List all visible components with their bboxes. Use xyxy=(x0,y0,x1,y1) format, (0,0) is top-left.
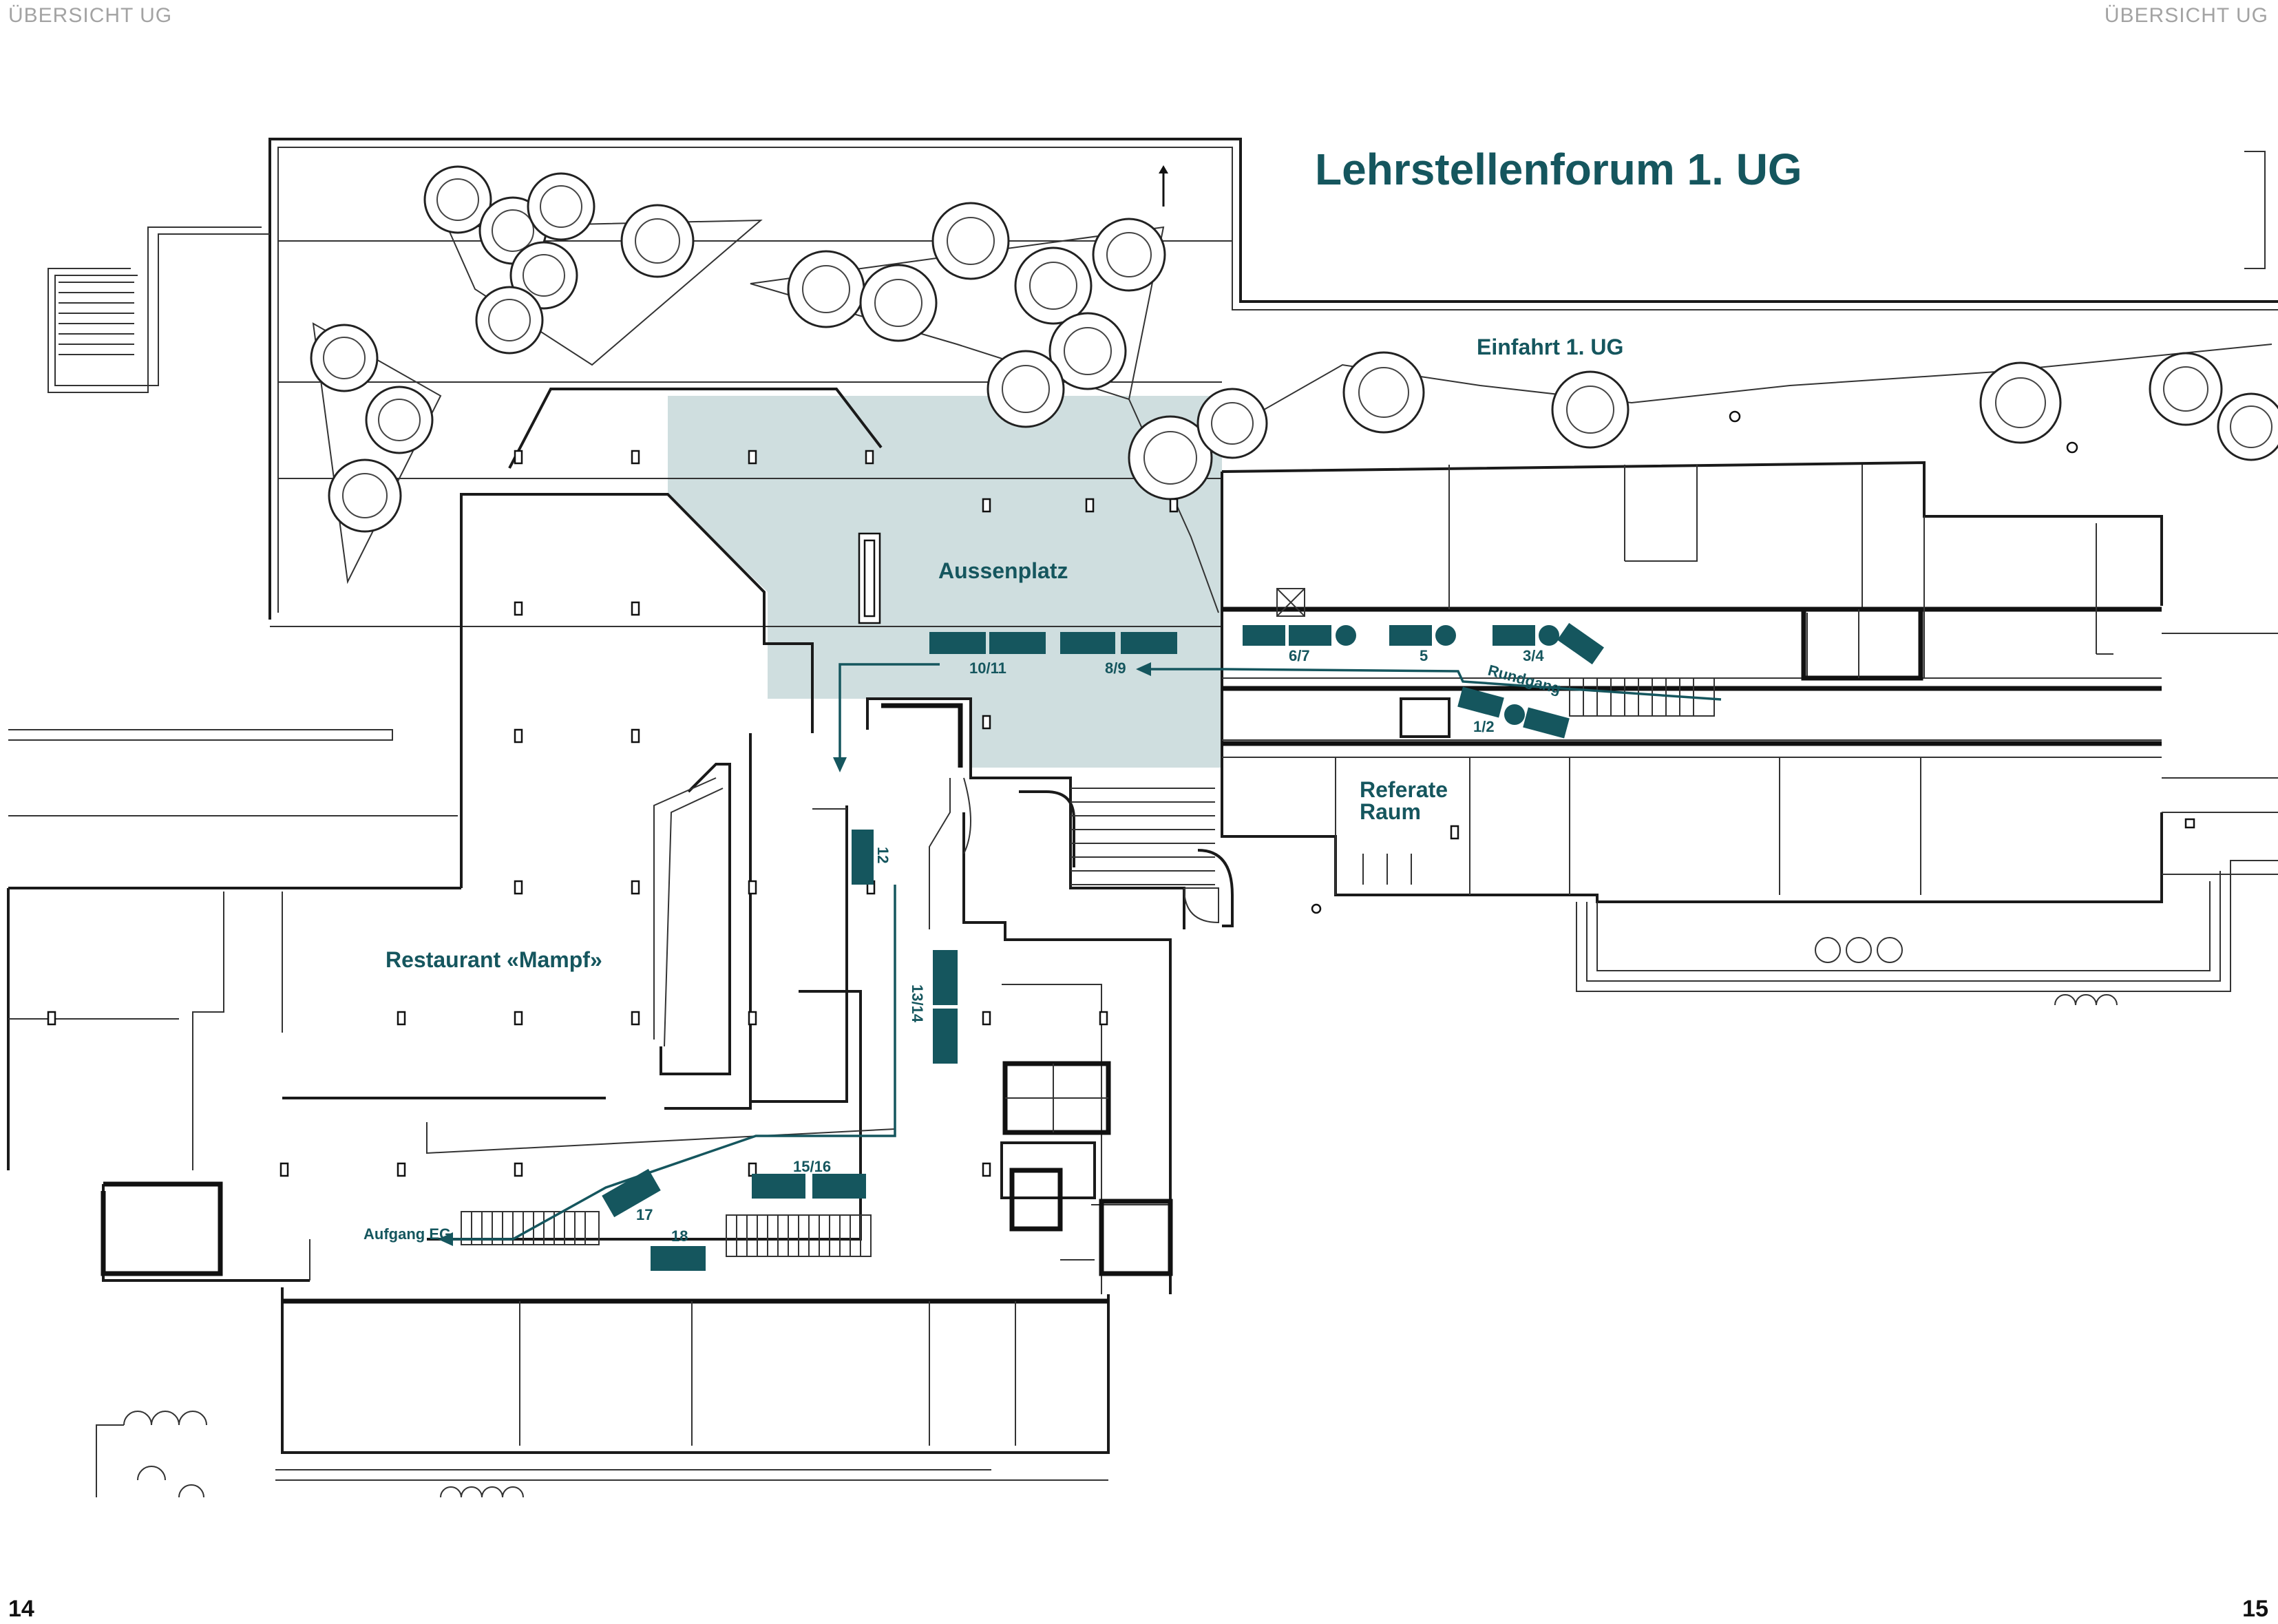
page-header-left: ÜBERSICHT UG xyxy=(8,4,173,27)
stand-marker xyxy=(989,632,1046,654)
label-rundgang: Rundgang xyxy=(1486,662,1563,697)
label-aussenplatz: Aussenplatz xyxy=(938,558,1068,583)
page-header-right: ÜBERSICHT UG xyxy=(2104,4,2268,27)
stand-label: 5 xyxy=(1420,647,1428,664)
stand-label: 1/2 xyxy=(1473,718,1495,735)
page-number-right: 15 xyxy=(2242,1596,2268,1622)
toilets xyxy=(1002,1061,1173,1276)
stand-label: 6/7 xyxy=(1289,647,1310,664)
tree-icon xyxy=(1128,415,1213,500)
stand-marker xyxy=(1336,625,1356,646)
tree-icon xyxy=(527,172,595,241)
stand-marker xyxy=(1435,625,1456,646)
page-number-left: 14 xyxy=(8,1596,34,1622)
stand-marker xyxy=(1389,625,1432,646)
tree-icon xyxy=(859,264,938,342)
stand-label: 13/14 xyxy=(909,984,926,1023)
tree-icon xyxy=(1551,370,1630,449)
stand-marker xyxy=(1493,625,1535,646)
stand-marker xyxy=(1243,625,1285,646)
stand-label: 18 xyxy=(671,1227,688,1245)
tree-icon xyxy=(423,165,492,234)
structural-columns xyxy=(47,410,2195,1177)
stand-marker xyxy=(1121,632,1177,654)
stand-label: 12 xyxy=(874,847,892,863)
tree-icon xyxy=(2149,352,2223,426)
tree-icon xyxy=(475,286,544,355)
stand-label: 10/11 xyxy=(969,660,1006,677)
tree-icon xyxy=(328,458,402,533)
tree-icon xyxy=(931,202,1010,280)
label-raum: Raum xyxy=(1360,799,1421,824)
stand-marker xyxy=(752,1174,805,1199)
east-building xyxy=(1221,461,2278,1006)
stand-label: 3/4 xyxy=(1523,647,1544,664)
north-arrow-icon xyxy=(1159,165,1168,207)
planting-beds xyxy=(312,219,2272,613)
map-title: Lehrstellenforum 1. UG xyxy=(1315,145,1802,194)
stand-marker xyxy=(852,830,874,885)
stand-marker xyxy=(1523,707,1570,739)
tree-icon xyxy=(787,250,865,328)
stand-marker xyxy=(933,950,958,1005)
tree-icon xyxy=(987,350,1065,428)
tree-icon xyxy=(620,204,695,278)
tree-icon xyxy=(1196,388,1268,459)
label-einfahrt: Einfahrt 1. UG xyxy=(1477,335,1623,359)
stand-marker xyxy=(602,1168,661,1218)
external-stairs xyxy=(48,226,270,393)
stand-markers xyxy=(602,622,1604,1271)
aussenplatz-highlight xyxy=(668,396,1222,768)
stand-marker xyxy=(1457,686,1504,718)
tree-icon-group xyxy=(310,165,2278,533)
stand-marker xyxy=(812,1174,866,1199)
stand-marker xyxy=(1557,622,1604,665)
stand-label: 8/9 xyxy=(1105,660,1126,677)
tree-icon xyxy=(310,324,379,392)
restaurant-wing xyxy=(7,493,896,1282)
stand-marker xyxy=(1539,625,1559,646)
stairs-icon xyxy=(1569,677,1715,717)
tree-icon xyxy=(1048,312,1127,390)
tree-icon xyxy=(1979,361,2062,444)
tree-icon xyxy=(1014,246,1093,325)
label-restaurant: Restaurant «Mampf» xyxy=(386,947,602,972)
stand-marker xyxy=(929,632,986,654)
route-arrow-icon xyxy=(438,662,1722,1246)
tree-icon xyxy=(1092,218,1166,292)
stand-label: 15/16 xyxy=(793,1158,831,1175)
stairs-icon xyxy=(1071,788,1215,885)
tree-icon xyxy=(365,386,434,454)
stand-label: 17 xyxy=(636,1206,653,1223)
round-planters xyxy=(1815,937,2118,1006)
label-aufgang: Aufgang EG xyxy=(363,1225,451,1243)
south-wing xyxy=(96,1287,1110,1498)
referate-seating xyxy=(1362,854,1412,885)
central-core xyxy=(866,697,1234,1294)
label-referate: Referate xyxy=(1360,777,1448,802)
stand-marker xyxy=(1289,625,1331,646)
stand-marker xyxy=(1504,704,1525,725)
stand-marker xyxy=(933,1009,958,1064)
stand-marker xyxy=(1060,632,1115,654)
stand-marker xyxy=(651,1246,706,1271)
stairs-icon xyxy=(461,1211,872,1257)
tree-icon xyxy=(2217,392,2278,461)
tree-icon xyxy=(1342,351,1425,434)
